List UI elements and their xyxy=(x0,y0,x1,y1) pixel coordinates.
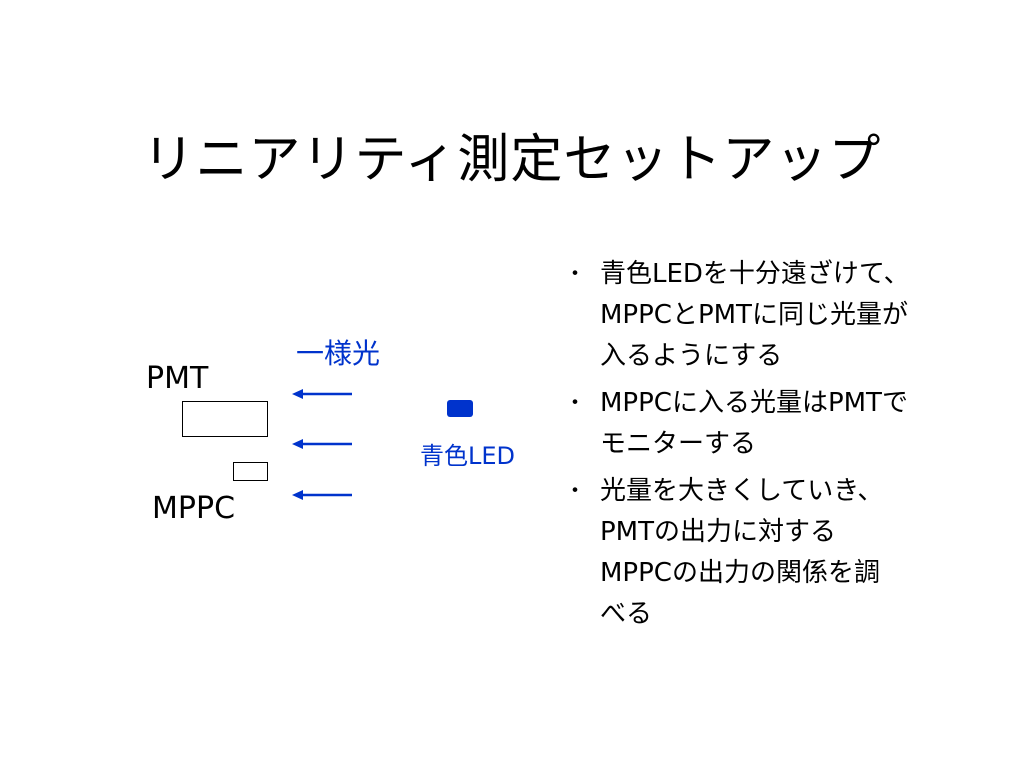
bullet-text: 青色LEDを十分遠ざけて、 xyxy=(600,259,910,289)
bullet-marker: ・ xyxy=(564,262,587,287)
mppc-label: MPPC xyxy=(152,491,236,526)
bullet-text: べる xyxy=(600,599,653,629)
bullet-text: PMTの出力に対する xyxy=(600,517,836,547)
bullet-marker: ・ xyxy=(564,391,587,416)
arrow-left-icon xyxy=(292,389,352,399)
bullet-text: 光量を大きくしていき、 xyxy=(600,476,884,506)
list-item: ・ MPPCに入る光量はPMTで モニターする xyxy=(560,383,1000,465)
setup-diagram: PMT MPPC 一様光 青色LED xyxy=(146,337,516,526)
pmt-label: PMT xyxy=(146,361,209,396)
arrow-left-icon xyxy=(292,490,352,500)
led-label: 青色LED xyxy=(420,442,516,470)
list-item: ・ 光量を大きくしていき、 PMTの出力に対する MPPCの出力の関係を調 べる xyxy=(560,471,1000,635)
bullet-text: MPPCとPMTに同じ光量が xyxy=(600,300,908,330)
slide-title: リニアリティ測定セットアップ xyxy=(142,130,882,190)
bullet-text: MPPCに入る光量はPMTで xyxy=(600,388,908,418)
bullet-text: モニターする xyxy=(600,429,757,459)
pmt-detector xyxy=(182,401,268,437)
bullet-list: ・ 青色LEDを十分遠ざけて、 MPPCとPMTに同じ光量が 入るようにする ・… xyxy=(560,254,1000,641)
mppc-detector xyxy=(233,462,268,481)
uniform-light-label: 一様光 xyxy=(296,337,381,370)
bullet-text: 入るようにする xyxy=(600,341,783,371)
light-arrows xyxy=(292,389,352,500)
led-icon xyxy=(447,400,473,417)
list-item: ・ 青色LEDを十分遠ざけて、 MPPCとPMTに同じ光量が 入るようにする xyxy=(560,254,1000,377)
arrow-left-icon xyxy=(292,439,352,449)
bullet-marker: ・ xyxy=(564,479,587,504)
bullet-text: MPPCの出力の関係を調 xyxy=(600,558,880,588)
